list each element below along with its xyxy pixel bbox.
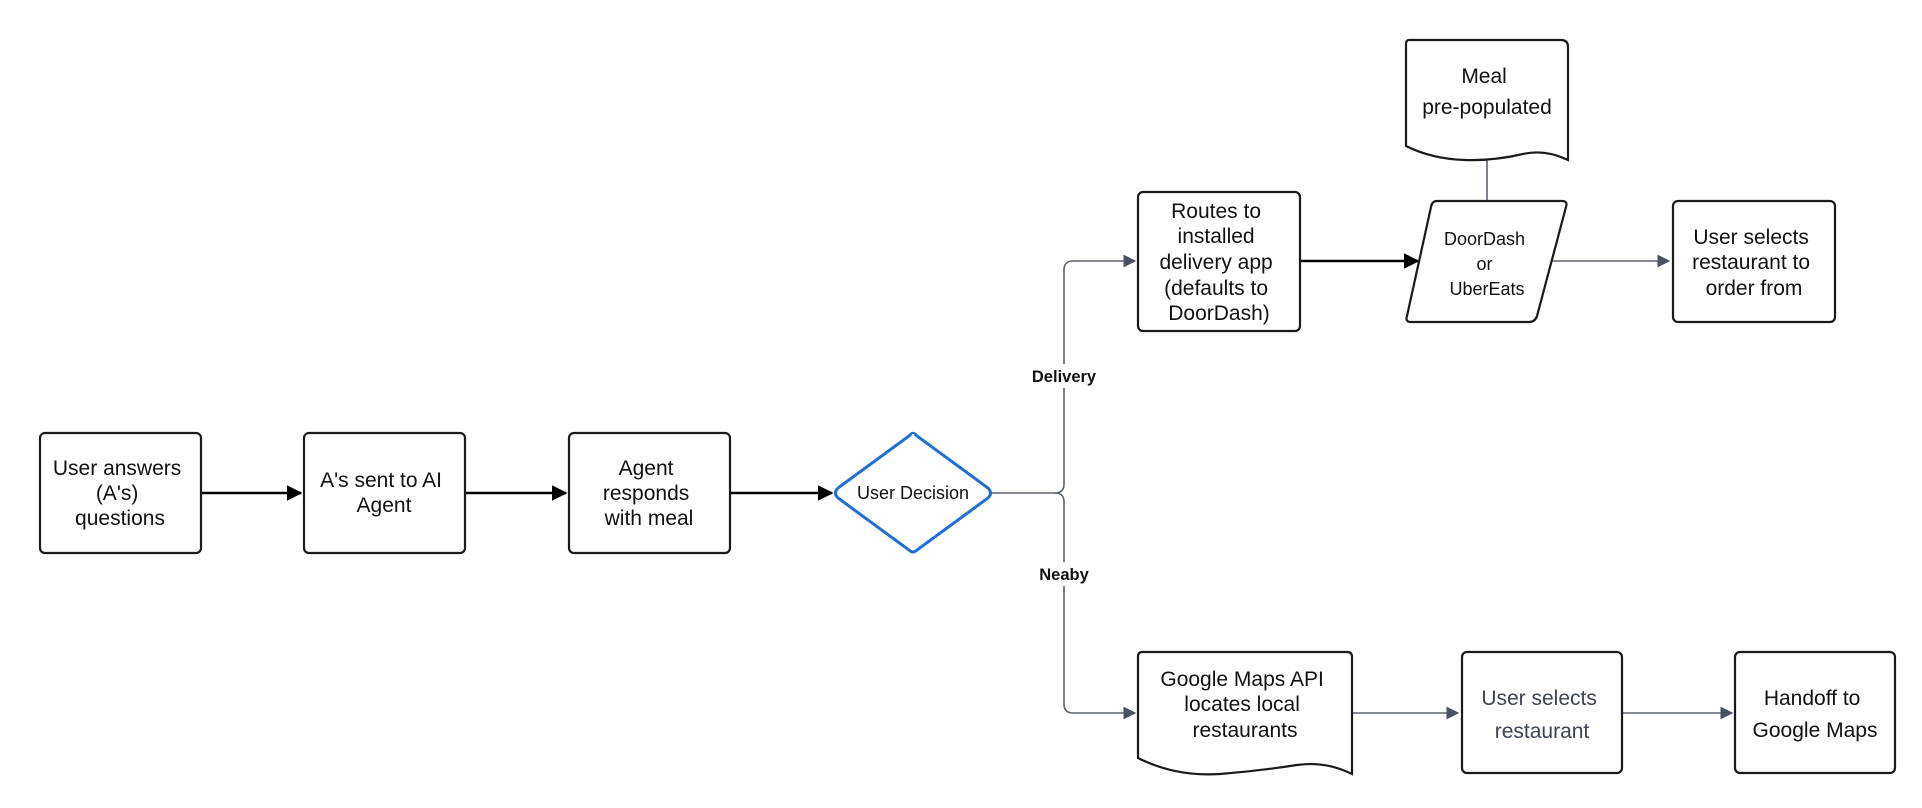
text-line: Google Maps API	[1160, 668, 1323, 691]
delivery-label: Delivery	[1032, 368, 1097, 386]
text-line: with meal	[604, 507, 694, 530]
text-line: restaurant	[1495, 720, 1590, 743]
text-line: User selects	[1481, 687, 1597, 710]
text-line: User answers	[53, 457, 181, 480]
text-line: order from	[1706, 277, 1803, 300]
text-line: restaurants	[1192, 719, 1297, 742]
edge-label-background	[1030, 562, 1098, 586]
node-routes-delivery[interactable]: Routes to installed delivery app (defaul…	[1136, 190, 1302, 333]
edge-label-background	[1024, 364, 1104, 388]
text-line: Routes to	[1171, 200, 1261, 223]
text-line: responds	[603, 482, 689, 505]
node-google-maps-api-text: Google Maps API locates local restaurant…	[1160, 668, 1329, 742]
node-user-answers[interactable]: User answers (A's) questions	[38, 431, 203, 555]
text-line: locates local	[1184, 693, 1300, 716]
node-user-selects-restaurant[interactable]: User selects restaurant	[1460, 650, 1624, 775]
text-line: Meal	[1461, 65, 1507, 88]
node-handoff-maps-text: Handoff to Google Maps	[1753, 687, 1878, 742]
text-line: Handoff to	[1764, 687, 1861, 710]
text-line: Agent	[357, 494, 412, 517]
node-meal-prepopulated-text: Meal pre-populated	[1422, 65, 1552, 119]
user-decision-label: User Decision	[857, 483, 969, 503]
text-line: DoorDash)	[1168, 302, 1270, 325]
node-meal-prepopulated[interactable]: Meal pre-populated	[1404, 38, 1570, 162]
node-doordash-ubereats[interactable]: DoorDash or UberEats	[1405, 199, 1568, 324]
text-line: (A's)	[96, 482, 139, 505]
node-handoff-maps[interactable]: Handoff to Google Maps	[1733, 650, 1897, 775]
node-agent-responds-text: Agent responds with meal	[603, 457, 695, 530]
text-line: delivery app	[1159, 251, 1272, 274]
node-agent-responds[interactable]: Agent responds with meal	[567, 431, 732, 555]
text-line: UberEats	[1449, 279, 1524, 299]
connectors	[201, 152, 1734, 720]
text-line: pre-populated	[1422, 96, 1552, 119]
node-sent-to-agent-text: A's sent to AI Agent	[320, 469, 448, 517]
node-user-decision[interactable]: User Decision	[834, 431, 992, 554]
node-routes-delivery-text: Routes to installed delivery app (defaul…	[1159, 200, 1278, 325]
edge-label-delivery: Delivery	[1024, 364, 1104, 388]
text-line: installed	[1178, 225, 1255, 248]
text-line: (defaults to	[1164, 277, 1268, 300]
text-line: Google Maps	[1753, 719, 1878, 742]
nearby-label: Neaby	[1039, 566, 1089, 584]
node-user-selects-order-text: User selects restaurant to order from	[1692, 226, 1816, 300]
node-doordash-ubereats-text: DoorDash or UberEats	[1444, 229, 1530, 299]
edge-label-nearby: Neaby	[1030, 562, 1098, 586]
node-user-selects-restaurant-text: User selects restaurant	[1481, 687, 1602, 743]
text-line: User selects	[1693, 226, 1809, 249]
text-line: Agent	[619, 457, 674, 480]
text-line: DoorDash	[1444, 229, 1525, 249]
text-line: A's sent to AI	[320, 469, 442, 492]
edge-decision-to-nearby	[1054, 492, 1137, 720]
text-line: questions	[75, 507, 165, 530]
node-google-maps-api[interactable]: Google Maps API locates local restaurant…	[1136, 650, 1354, 776]
node-user-answers-text: User answers (A's) questions	[53, 457, 187, 530]
text-line: restaurant to	[1692, 251, 1810, 274]
node-user-selects-order[interactable]: User selects restaurant to order from	[1671, 199, 1837, 324]
text-line: or	[1476, 254, 1492, 274]
node-sent-to-agent[interactable]: A's sent to AI Agent	[302, 431, 467, 555]
